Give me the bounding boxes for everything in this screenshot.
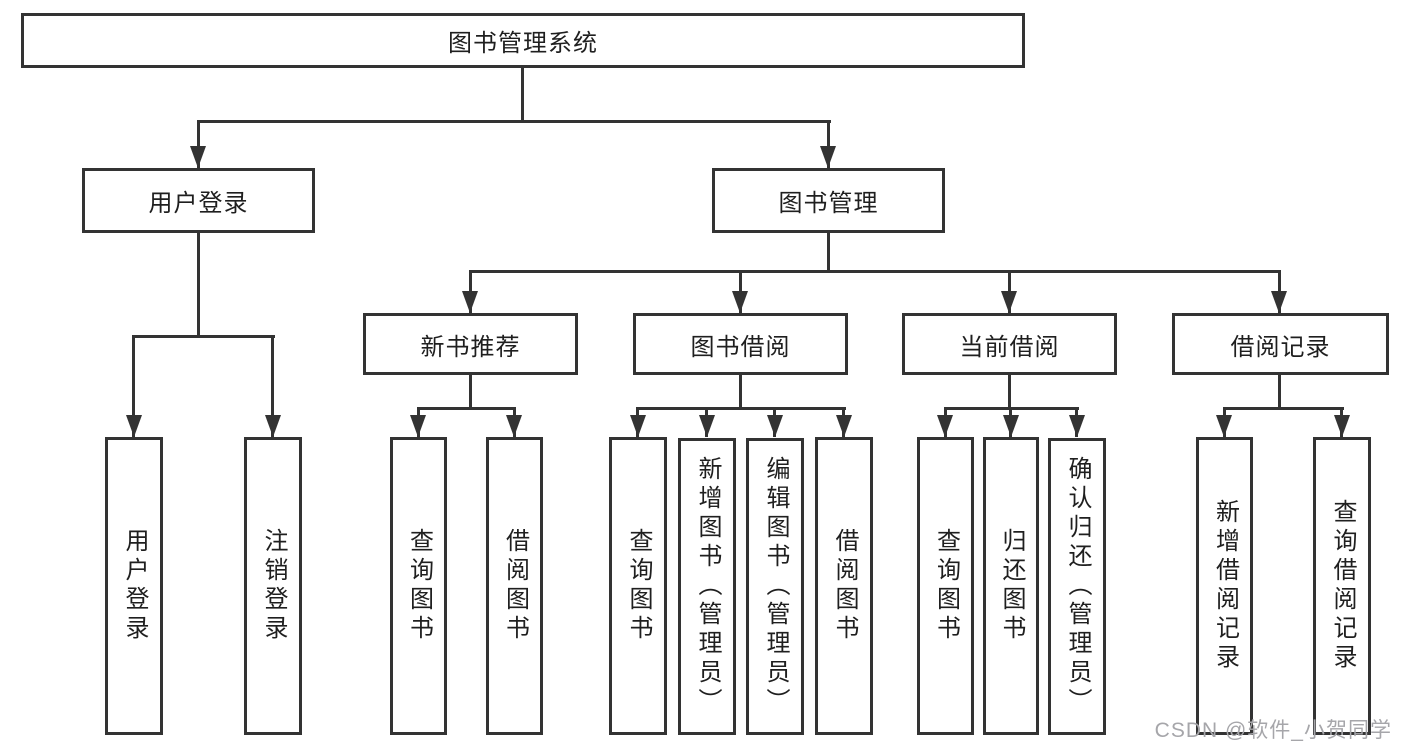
connector-vline xyxy=(197,233,200,335)
connector-arrowhead xyxy=(699,415,715,437)
connector-arrowhead xyxy=(265,415,281,437)
connector-arrowhead xyxy=(820,146,836,168)
connector-arrowhead xyxy=(1001,291,1017,313)
node-root: 图书管理系统 xyxy=(21,13,1025,68)
connector-vline xyxy=(827,233,830,270)
node-borrow-books-borrowing: 借阅图书 xyxy=(815,437,873,735)
connector-hline xyxy=(417,407,516,410)
connector-arrowhead xyxy=(126,415,142,437)
csdn-watermark: CSDN @软件_小贺同学 xyxy=(1154,719,1392,742)
connector-arrowhead xyxy=(1271,291,1287,313)
connector-vline xyxy=(469,375,472,407)
connector-arrowhead xyxy=(1334,415,1350,437)
connector-hline xyxy=(469,270,1281,273)
node-borrowing-records: 借阅记录 xyxy=(1172,313,1389,375)
connector-vline xyxy=(1008,375,1011,407)
connector-hline xyxy=(636,407,846,410)
connector-vline xyxy=(827,120,830,168)
connector-arrowhead xyxy=(1003,415,1019,437)
node-edit-books-admin: 编辑图书（管理员） xyxy=(746,438,804,735)
node-add-borrow-record: 新增借阅记录 xyxy=(1196,437,1253,735)
connector-arrowhead xyxy=(410,415,426,437)
connector-arrowhead xyxy=(732,291,748,313)
node-query-books-current: 查询图书 xyxy=(917,437,974,735)
connector-vline xyxy=(1278,375,1281,407)
connector-vline xyxy=(271,335,274,437)
connector-vline xyxy=(197,120,200,168)
connector-arrowhead xyxy=(630,415,646,437)
node-logout: 注销登录 xyxy=(244,437,302,735)
connector-arrowhead xyxy=(506,415,522,437)
node-borrow-books-recommend: 借阅图书 xyxy=(486,437,543,735)
connector-hline xyxy=(197,120,831,123)
connector-hline xyxy=(132,335,275,338)
connector-arrowhead xyxy=(1216,415,1232,437)
node-query-books-recommend: 查询图书 xyxy=(390,437,447,735)
connector-vline xyxy=(521,68,524,120)
connector-arrowhead xyxy=(836,415,852,437)
node-user-login-action: 用户登录 xyxy=(105,437,163,735)
connector-vline xyxy=(132,335,135,437)
node-confirm-return-admin: 确认归还（管理员） xyxy=(1048,438,1106,735)
node-return-books: 归还图书 xyxy=(983,437,1039,735)
connector-arrowhead xyxy=(937,415,953,437)
node-book-management: 图书管理 xyxy=(712,168,945,233)
node-book-borrowing: 图书借阅 xyxy=(633,313,848,375)
node-user-login: 用户登录 xyxy=(82,168,315,233)
node-new-book-recommendation: 新书推荐 xyxy=(363,313,578,375)
node-query-books-borrowing: 查询图书 xyxy=(609,437,667,735)
connector-arrowhead xyxy=(462,291,478,313)
connector-arrowhead xyxy=(1069,415,1085,437)
connector-hline xyxy=(1223,407,1344,410)
connector-arrowhead xyxy=(767,415,783,437)
connector-arrowhead xyxy=(190,146,206,168)
node-add-books-admin: 新增图书（管理员） xyxy=(678,438,736,735)
node-current-borrowing: 当前借阅 xyxy=(902,313,1117,375)
node-query-borrow-record: 查询借阅记录 xyxy=(1313,437,1371,735)
connector-vline xyxy=(739,375,742,407)
